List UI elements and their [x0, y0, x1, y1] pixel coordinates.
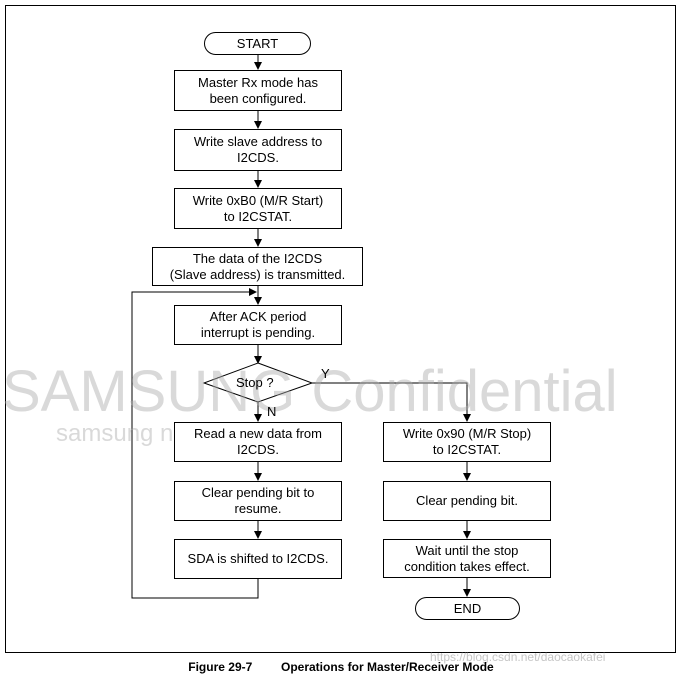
- figure-caption: Figure 29-7 Operations for Master/Receiv…: [0, 660, 682, 674]
- step-master-rx: Master Rx mode has been configured.: [174, 70, 342, 111]
- step-write-0x90: Write 0x90 (M/R Stop) to I2CSTAT.: [383, 422, 551, 462]
- step-sda-shifted: SDA is shifted to I2CDS.: [174, 539, 342, 579]
- step-write-slave-address: Write slave address to I2CDS.: [174, 129, 342, 171]
- step-data-transmitted: The data of the I2CDS (Slave address) is…: [152, 247, 363, 286]
- figure-frame: [5, 5, 676, 653]
- start-terminal: START: [204, 32, 311, 55]
- step-clear-pending: Clear pending bit.: [383, 481, 551, 521]
- step-write-0xb0: Write 0xB0 (M/R Start) to I2CSTAT.: [174, 188, 342, 229]
- decision-diamond: [202, 362, 314, 403]
- step-wait-stop: Wait until the stop condition takes effe…: [383, 539, 551, 578]
- figure-title: Operations for Master/Receiver Mode: [280, 660, 494, 674]
- watermark-url: https://blog.csdn.net/daocaokafei: [430, 650, 606, 664]
- figure-number: Figure 29-7: [188, 660, 253, 674]
- step-clear-pending-resume: Clear pending bit to resume.: [174, 481, 342, 521]
- step-after-ack: After ACK period interrupt is pending.: [174, 305, 342, 345]
- branch-yes-label: Y: [321, 366, 330, 381]
- step-read-new-data: Read a new data from I2CDS.: [174, 422, 342, 462]
- loop-back-line: [131, 288, 259, 599]
- decision-label: Stop ?: [236, 375, 274, 390]
- arrow-decision-to-stop-branch: [312, 382, 471, 422]
- end-terminal: END: [415, 597, 520, 620]
- branch-no-label: N: [267, 404, 277, 419]
